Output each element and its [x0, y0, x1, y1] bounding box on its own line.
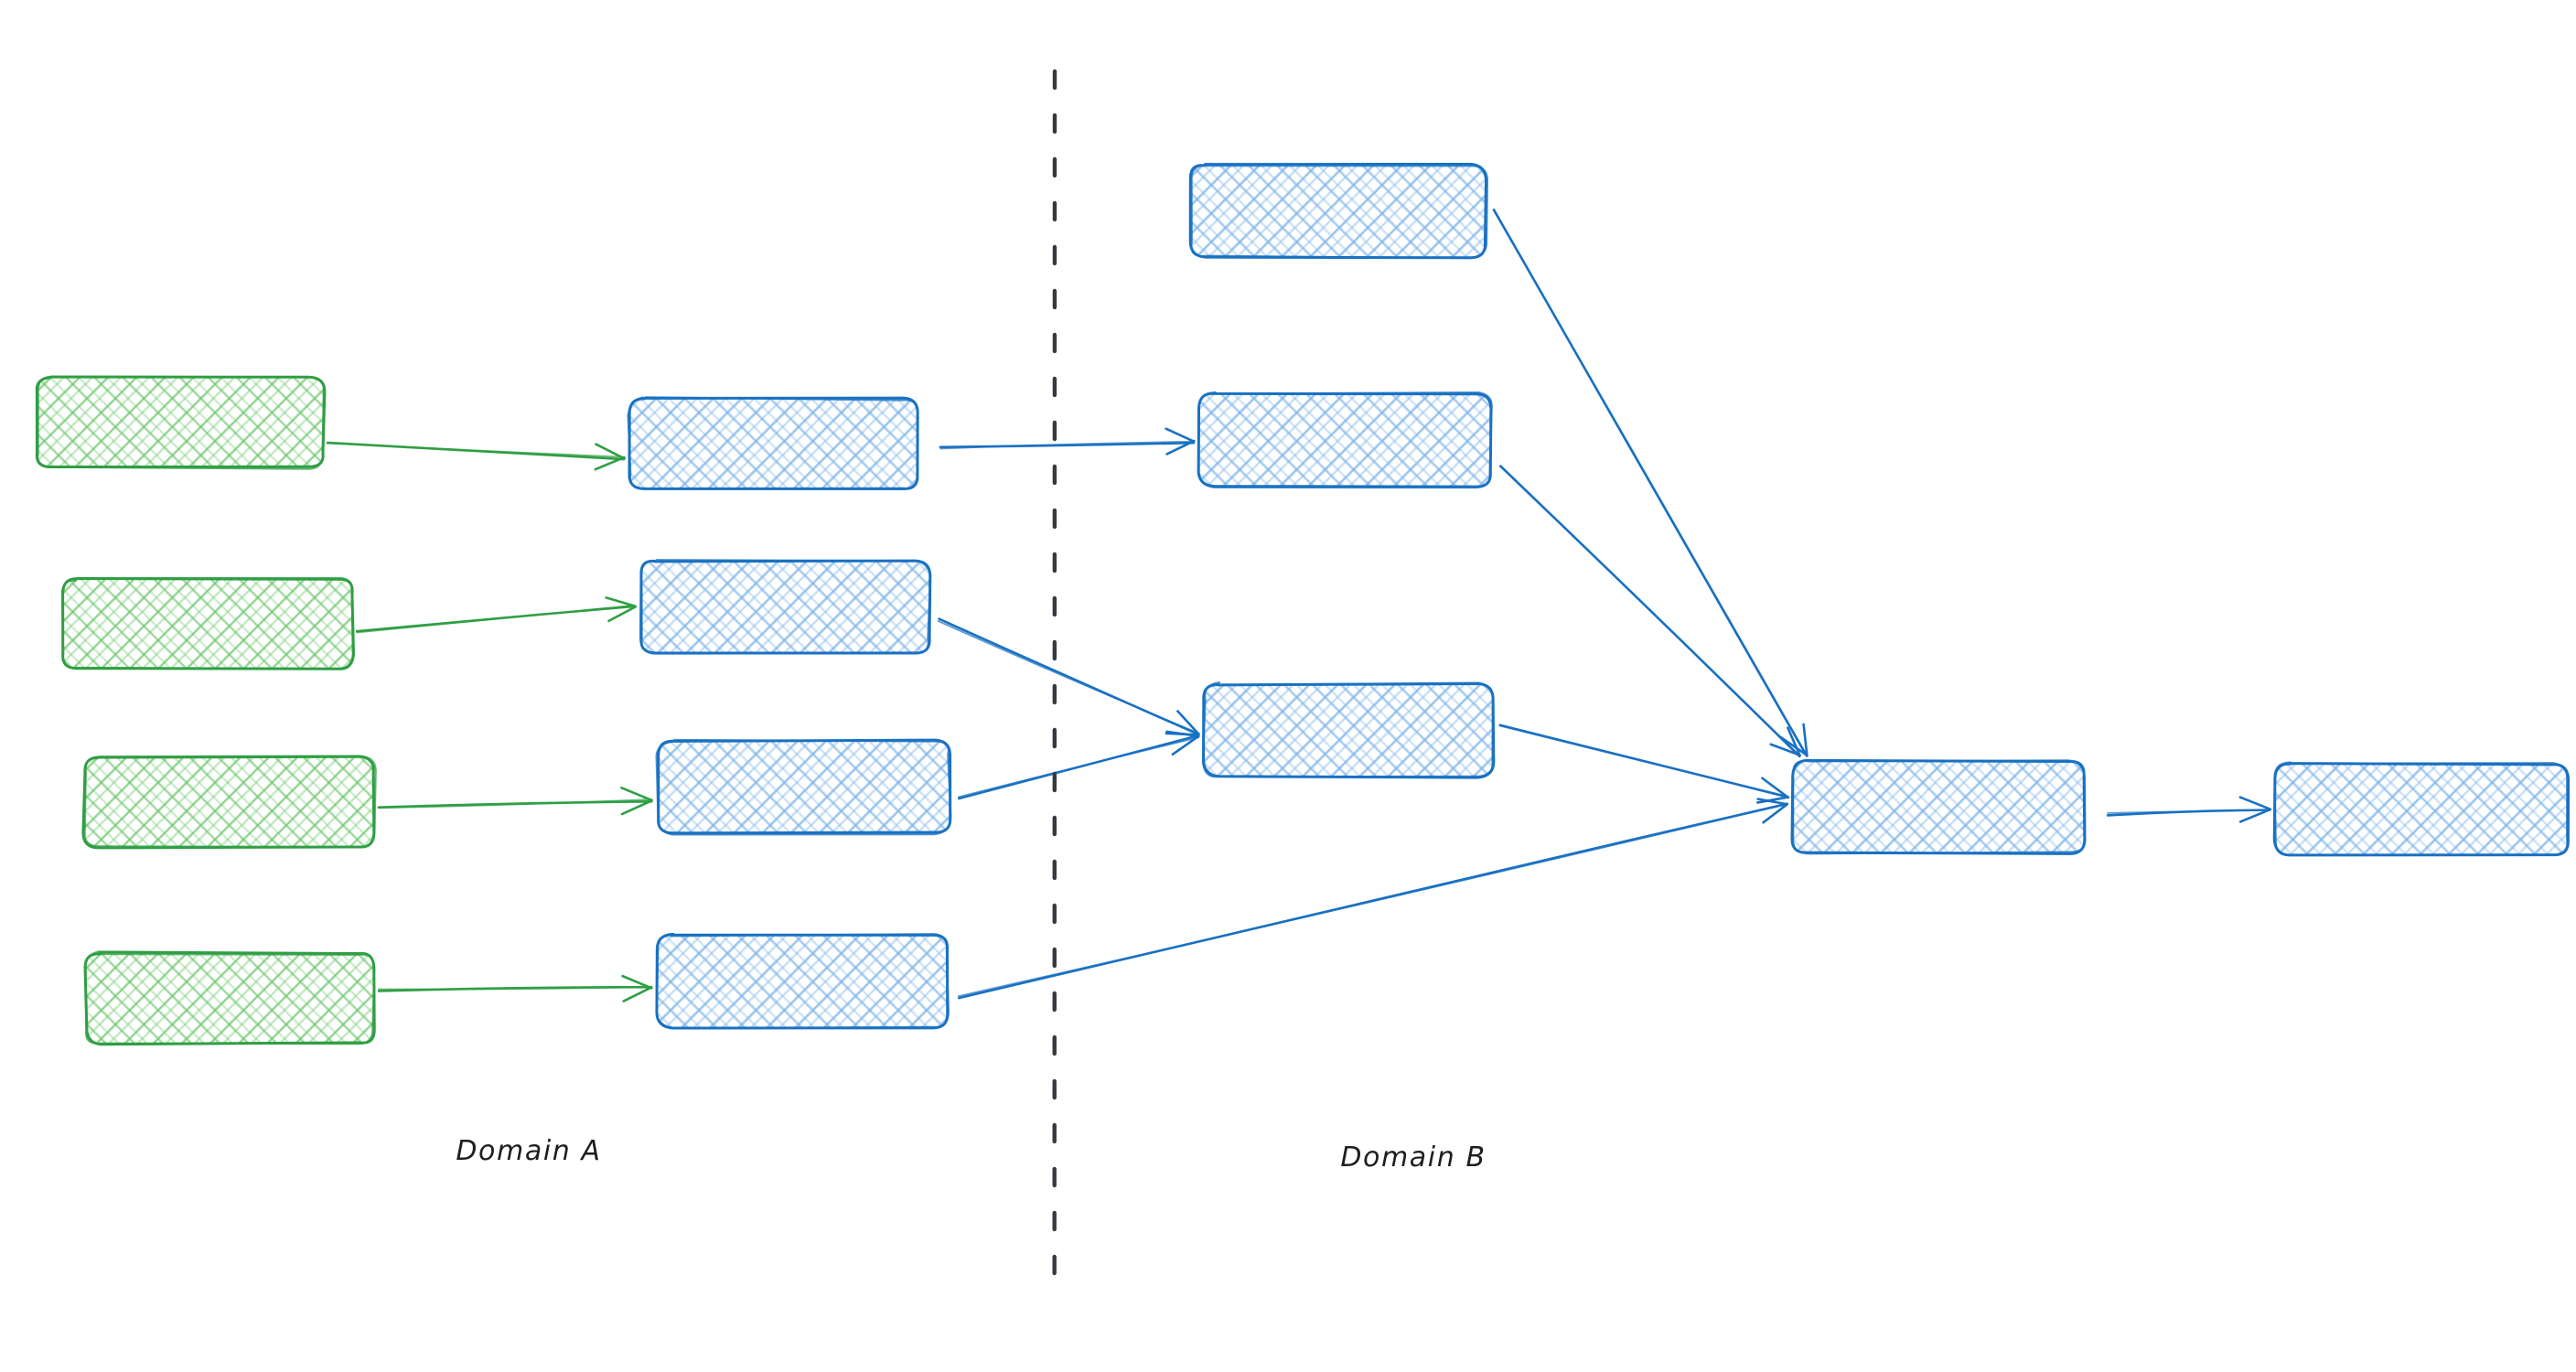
edge-e-b3-c3 — [957, 730, 1200, 800]
edge-stroke — [1492, 209, 1809, 756]
node-fill-c1 — [1190, 165, 1486, 257]
node-c2[interactable] — [1196, 390, 1495, 490]
arrowhead-stroke-1 — [1176, 710, 1200, 736]
edge-e-a4-b4 — [377, 974, 653, 1002]
edge-e-b2-c3 — [937, 617, 1200, 736]
edge-e-a1-b1 — [326, 441, 626, 471]
arrowhead-stroke-0 — [622, 986, 653, 1002]
edge-layer — [326, 209, 2272, 1002]
arrowhead-stroke-1 — [595, 443, 626, 460]
node-outline-d1 — [1792, 759, 2087, 855]
node-outline-b2 — [639, 559, 932, 655]
node-e1[interactable] — [2271, 760, 2571, 859]
node-fill-d1 — [1793, 761, 2084, 853]
node-outline-c3 — [1201, 681, 1494, 778]
node-outline-b3 — [655, 738, 952, 836]
node-outline-a4 — [84, 950, 376, 1045]
edge-stroke — [957, 803, 1788, 998]
edge-e-b1-c2 — [939, 427, 1196, 456]
node-b4[interactable] — [654, 931, 951, 1031]
edge-stroke — [939, 440, 1195, 450]
label-layer: Domain A Domain B — [456, 1135, 1486, 1174]
arrowhead-stroke-0 — [1171, 735, 1199, 756]
node-a4[interactable] — [82, 949, 378, 1047]
domain-b-label: Domain B — [1340, 1142, 1486, 1174]
node-a1[interactable] — [33, 374, 327, 471]
node-fill-c3 — [1204, 684, 1493, 777]
node-outline-e1 — [2273, 761, 2569, 857]
edge-stroke — [1499, 465, 1801, 757]
arrowhead-stroke-0 — [1769, 743, 1801, 756]
arrowhead-stroke-0 — [620, 799, 652, 816]
arrowhead-stroke-1 — [1802, 723, 1809, 757]
node-fill-a4 — [86, 953, 374, 1044]
arrowhead-stroke-0 — [607, 605, 638, 623]
edge-stroke — [378, 986, 652, 991]
edge-e-b4-d1 — [957, 798, 1789, 1000]
node-b2[interactable] — [637, 557, 933, 657]
node-outline-a3 — [83, 755, 377, 849]
node-fill-c2 — [1199, 393, 1491, 487]
node-outline-a1 — [37, 375, 325, 470]
edge-stroke — [937, 620, 1200, 734]
node-fill-e1 — [2275, 764, 2568, 855]
domain-a-label: Domain A — [456, 1135, 601, 1167]
node-b1[interactable] — [626, 395, 921, 493]
arrowhead-stroke-1 — [605, 596, 636, 607]
edge-e-d1-e1 — [2106, 796, 2272, 823]
edge-stroke — [957, 736, 1200, 799]
arrowhead-stroke-0 — [2238, 808, 2271, 823]
edge-stroke — [327, 442, 625, 458]
node-c1[interactable] — [1186, 161, 1489, 261]
edge-e-a3-b3 — [377, 786, 653, 816]
edge-e-c3-d1 — [1498, 724, 1790, 804]
arrowhead-stroke-0 — [1778, 735, 1808, 756]
node-outline-a2 — [60, 576, 354, 670]
node-fill-b2 — [640, 561, 929, 653]
edge-stroke — [1498, 724, 1789, 798]
node-outline-c2 — [1197, 391, 1493, 489]
arrowhead-stroke-0 — [1165, 439, 1196, 456]
node-fill-a2 — [62, 579, 353, 669]
edge-stroke — [2107, 809, 2270, 814]
arrowhead-stroke-1 — [2238, 796, 2272, 810]
arrowhead-stroke-0 — [594, 456, 626, 471]
arrowhead-stroke-1 — [1165, 730, 1200, 738]
node-layer — [33, 161, 2571, 1047]
arrowhead-stroke-1 — [1761, 777, 1790, 799]
node-fill-a3 — [84, 757, 374, 848]
node-outline-c1 — [1190, 164, 1488, 260]
arrowhead-stroke-0 — [1762, 803, 1788, 824]
edge-stroke — [356, 604, 636, 634]
arrowhead-stroke-1 — [621, 974, 653, 990]
edge-stroke — [378, 798, 652, 809]
node-a2[interactable] — [59, 575, 357, 672]
arrowhead-stroke-0 — [1756, 796, 1788, 804]
edge-e-c2-d1 — [1499, 465, 1801, 758]
arrowhead-stroke-1 — [1787, 726, 1801, 757]
node-c3[interactable] — [1200, 681, 1497, 780]
node-fill-b4 — [658, 935, 948, 1027]
node-fill-b3 — [658, 741, 950, 833]
node-outline-b1 — [627, 396, 919, 490]
arrowhead-stroke-1 — [1756, 798, 1788, 806]
node-outline-b4 — [655, 933, 950, 1030]
node-b3[interactable] — [654, 737, 953, 837]
arrowhead-stroke-1 — [620, 786, 653, 802]
edge-e-a2-b2 — [355, 596, 638, 634]
arrowhead-stroke-1 — [1165, 427, 1196, 443]
node-fill-a1 — [37, 378, 324, 467]
edge-e-c1-d1 — [1492, 209, 1809, 757]
node-d1[interactable] — [1789, 757, 2088, 857]
node-a3[interactable] — [80, 754, 378, 852]
node-fill-b1 — [629, 399, 918, 489]
